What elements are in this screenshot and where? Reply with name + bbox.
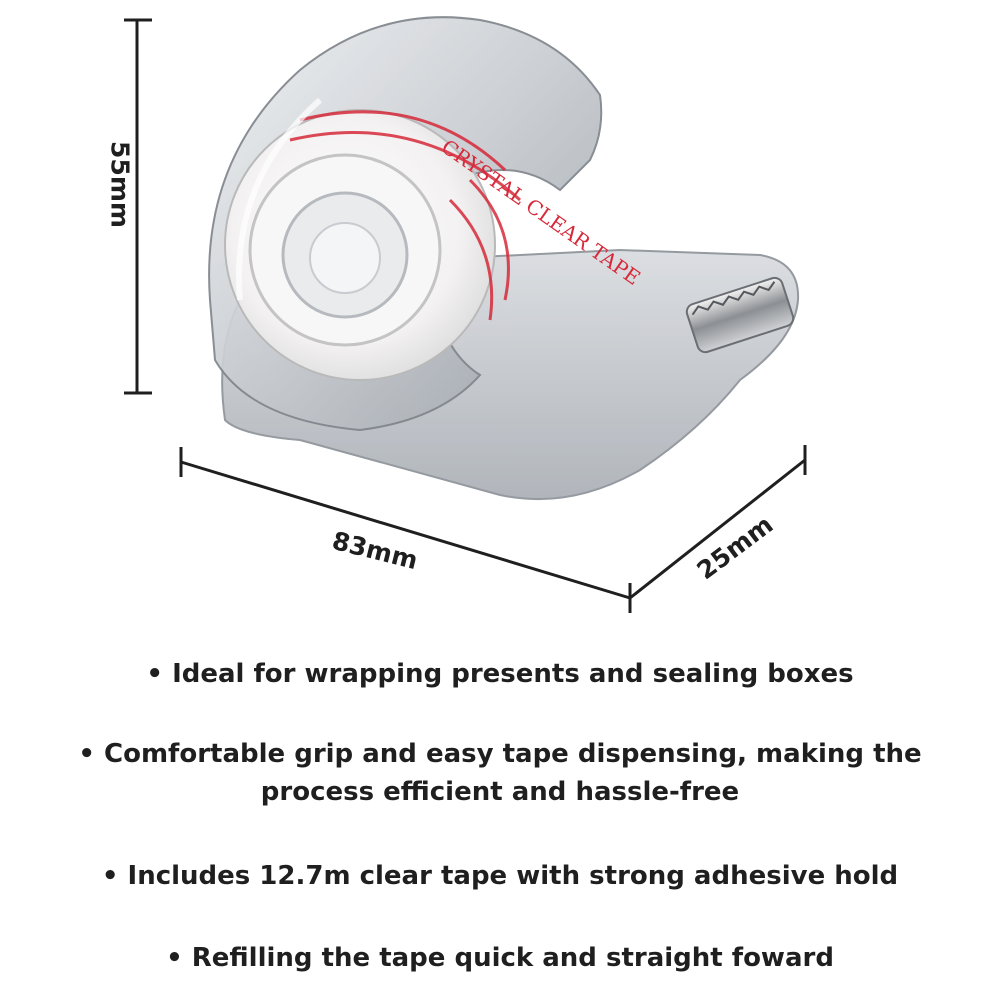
feature-item: Comfortable grip and easy tape dispensin…	[40, 735, 960, 811]
product-figure: CRYSTAL CLEAR TAPE	[124, 16, 807, 613]
height-dimension-label: 55mm	[105, 141, 135, 228]
feature-item: Includes 12.7m clear tape with strong ad…	[40, 857, 960, 895]
feature-list: Ideal for wrapping presents and sealing …	[40, 655, 960, 977]
cutting-blade	[685, 276, 795, 354]
housing-highlight	[236, 97, 322, 301]
height-dimension-line	[124, 18, 152, 395]
feature-item: Refilling the tape quick and straight fo…	[40, 939, 960, 977]
feature-item: Ideal for wrapping presents and sealing …	[40, 655, 960, 693]
tape-core-hub	[309, 222, 381, 294]
blade-teeth	[691, 281, 776, 316]
depth-dimension-line	[629, 445, 807, 600]
tape-print-marks	[289, 110, 522, 321]
tape-dispenser: CRYSTAL CLEAR TAPE	[208, 16, 800, 501]
